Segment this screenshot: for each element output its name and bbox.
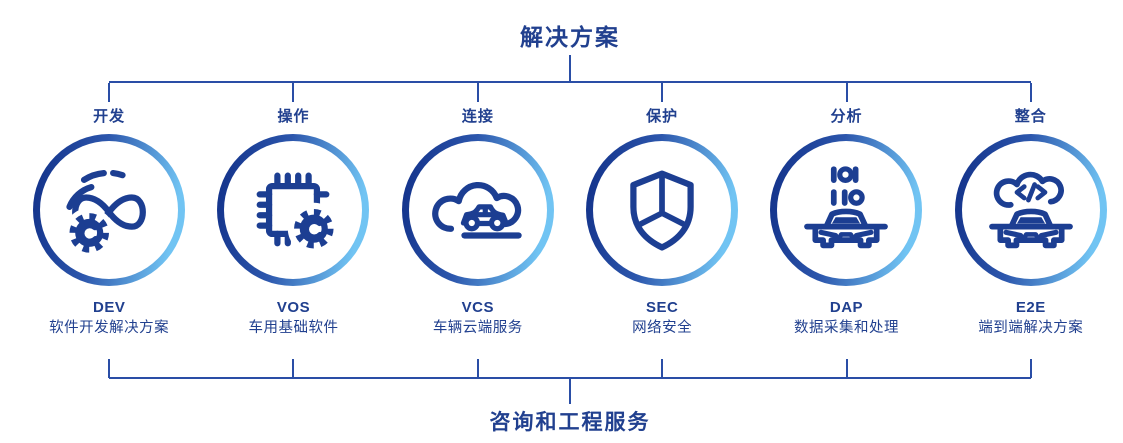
acronym-label: VCS [461, 299, 494, 316]
description-label: 端到端解决方案 [978, 320, 1084, 336]
solution-column: 连接 VCS 车辆云端服务 [386, 107, 570, 337]
solution-circle-inner [961, 141, 1100, 279]
solution-column: 开发 DEV 软件开发解决方案 [17, 107, 201, 337]
bracket-tick [292, 83, 295, 102]
solution-circle-inner [224, 141, 363, 279]
description-label: 网络安全 [632, 320, 693, 336]
solution-circle-inner [593, 141, 732, 279]
acronym-label: SEC [645, 299, 679, 316]
bracket-tick [1030, 83, 1032, 102]
page-title: 解决方案 [520, 24, 620, 50]
bracket-tick [108, 83, 110, 102]
footer-title: 咨询和工程服务 [489, 411, 651, 434]
bottom-connector-stem [569, 379, 571, 404]
bottom-bracket [108, 359, 1032, 379]
acronym-label: VOS [276, 299, 311, 316]
solution-circle [401, 134, 554, 286]
bracket-tick [845, 359, 848, 378]
description-label: 车辆云端服务 [432, 320, 523, 336]
category-label: 整合 [1014, 108, 1047, 125]
solution-column: 整合 E2E 端到端解决方案 [939, 107, 1123, 337]
solution-circle [217, 134, 370, 286]
top-bracket [108, 81, 1032, 102]
bracket-tick [1030, 359, 1032, 378]
solution-circle [586, 134, 739, 286]
bracket-tick [845, 83, 848, 102]
acronym-label: E2E [1015, 299, 1046, 316]
solution-circle [770, 134, 923, 286]
cloud-code-car-icon [979, 158, 1083, 262]
bracket-tick [661, 83, 664, 102]
solution-column: 保护 SEC 网络安全 [570, 107, 754, 337]
description-label: 车用基础软件 [248, 320, 339, 336]
shield-icon [610, 158, 714, 262]
category-label: 分析 [830, 108, 863, 125]
category-label: 连接 [461, 108, 494, 125]
bracket-tick [292, 359, 295, 378]
binary-data-car-icon [794, 158, 898, 262]
description-label: 软件开发解决方案 [49, 320, 170, 336]
solution-circle [33, 134, 186, 286]
bracket-tick [476, 359, 479, 378]
bracket-tick [661, 359, 664, 378]
devops-infinity-gear-icon [57, 158, 161, 262]
category-label: 保护 [646, 108, 679, 125]
solution-column: 分析 DAP 数据采集和处理 [754, 107, 938, 337]
solution-columns: 开发 DEV 软件开发解决方案 操作 VOS 车用基础软件 连接 VCS 车辆云… [17, 107, 1123, 337]
category-label: 操作 [277, 108, 310, 125]
chip-gear-icon [241, 158, 345, 262]
solution-circle-inner [408, 141, 547, 279]
acronym-label: DEV [92, 299, 126, 316]
bracket-tick [108, 359, 110, 378]
solution-circle [954, 134, 1107, 286]
description-label: 数据采集和处理 [793, 320, 899, 336]
top-connector-stem [569, 55, 571, 81]
bracket-tick [476, 83, 479, 102]
category-label: 开发 [93, 108, 126, 125]
acronym-label: DAP [829, 299, 864, 316]
solution-circle-inner [40, 141, 179, 279]
solution-column: 操作 VOS 车用基础软件 [201, 107, 385, 337]
cloud-car-icon [426, 158, 530, 262]
solution-circle-inner [777, 141, 916, 279]
